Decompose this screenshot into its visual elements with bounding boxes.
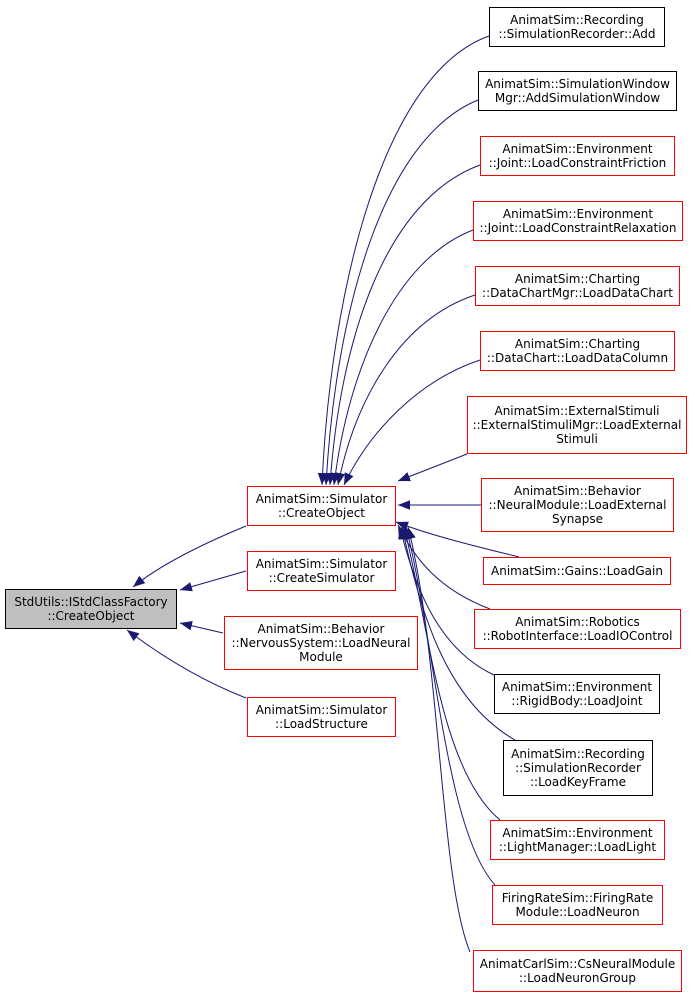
edge-firingrate bbox=[404, 526, 496, 886]
node-label-line: AnimatSim::Recording bbox=[510, 13, 644, 27]
node-label-line: AnimatSim::Behavior bbox=[257, 622, 385, 636]
node-recorder-add[interactable]: AnimatSim::Recording::SimulationRecorder… bbox=[489, 7, 665, 47]
edge-rigidbody bbox=[398, 526, 495, 676]
node-label-line: ::LightManager::LoadLight bbox=[498, 840, 657, 854]
node-datachartmgr-loaddatachart[interactable]: AnimatSim::Charting::DataChartMgr::LoadD… bbox=[475, 266, 680, 306]
node-label-line: ::SimulationRecorder bbox=[515, 761, 641, 775]
node-label-line: ::Joint::LoadConstraintFriction bbox=[488, 156, 667, 170]
node-joint-loadconstraintrelaxation[interactable]: AnimatSim::Environment::Joint::LoadConst… bbox=[473, 201, 683, 241]
node-label-line: Module bbox=[299, 650, 343, 664]
node-root-istdclassfactory-createobject: StdUtils::IStdClassFactory::CreateObject bbox=[5, 589, 177, 629]
edge-loadneuralmodule-to-root bbox=[179, 621, 224, 634]
node-label-line: ::NervousSystem::LoadNeural bbox=[231, 636, 411, 650]
node-label-line: StdUtils::IStdClassFactory bbox=[14, 595, 168, 609]
node-gains-loadgain[interactable]: AnimatSim::Gains::LoadGain bbox=[483, 557, 671, 585]
node-label-line: AnimatSim::Simulator bbox=[255, 557, 388, 571]
node-label-line: AnimatSim::Recording bbox=[511, 747, 645, 761]
node-simulator-createobject[interactable]: AnimatSim::Simulator::CreateObject bbox=[247, 486, 396, 526]
node-csneuralmodule-loadneurongroup[interactable]: AnimatCarlSim::CsNeuralModule::LoadNeuro… bbox=[473, 950, 682, 992]
node-robotinterface-loadiocontrol[interactable]: AnimatSim::Robotics::RobotInterface::Loa… bbox=[474, 609, 681, 649]
node-label-line: ::DataChartMgr::LoadDataChart bbox=[482, 286, 673, 300]
node-label-line: AnimatSim::Simulator bbox=[255, 703, 388, 717]
node-label-line: ::SimulationRecorder::Add bbox=[498, 27, 656, 41]
node-simulationrecorder-loadkeyframe[interactable]: AnimatSim::Recording::SimulationRecorder… bbox=[503, 740, 653, 796]
node-joint-loadconstraintfriction[interactable]: AnimatSim::Environment::Joint::LoadConst… bbox=[480, 136, 675, 176]
node-label-line: AnimatSim::Behavior bbox=[514, 484, 641, 498]
node-simulator-loadstructure[interactable]: AnimatSim::Simulator::LoadStructure bbox=[247, 697, 396, 737]
edge-joint-friction bbox=[326, 164, 481, 486]
node-label-line: ::ExternalStimuliMgr::LoadExternal bbox=[472, 418, 682, 432]
node-label-line: AnimatSim::Simulator bbox=[255, 492, 388, 506]
node-datachart-loaddatacolumn[interactable]: AnimatSim::Charting::DataChart::LoadData… bbox=[480, 331, 675, 371]
node-label-line: AnimatSim::Charting bbox=[514, 272, 641, 286]
edge-createobject-to-root bbox=[132, 525, 247, 588]
node-label-line: FiringRateSim::FiringRate bbox=[501, 891, 654, 905]
node-label-line: AnimatSim::Gains::LoadGain bbox=[491, 564, 663, 578]
edge-externalstimuli bbox=[397, 453, 468, 482]
node-label-line: Stimuli bbox=[556, 432, 598, 446]
node-label-line: ::DataChart::LoadDataColumn bbox=[486, 351, 669, 365]
node-label-line: AnimatSim::Charting bbox=[514, 337, 641, 351]
node-label-line: AnimatSim::Robotics bbox=[515, 615, 640, 629]
node-label-line: ::LoadNeuronGroup bbox=[519, 971, 636, 985]
node-label-line: ::CreateObject bbox=[277, 506, 366, 520]
node-externalstimulimgr-loadexternalstimuli[interactable]: AnimatSim::ExternalStimuli::ExternalStim… bbox=[467, 396, 687, 454]
node-label-line: AnimatSim::SimulationWindow bbox=[485, 77, 670, 91]
node-label-line: AnimatSim::Environment bbox=[501, 680, 653, 694]
node-label-line: ::LoadKeyFrame bbox=[529, 775, 627, 789]
node-label-line: ::LoadStructure bbox=[275, 717, 368, 731]
edge-gains bbox=[395, 521, 520, 558]
node-label-line: ::RobotInterface::LoadIOControl bbox=[482, 629, 673, 643]
edge-recorder-keyframe bbox=[399, 526, 516, 741]
edge-recorder-add bbox=[317, 35, 490, 486]
node-lightmanager-loadlight[interactable]: AnimatSim::Environment::LightManager::Lo… bbox=[490, 820, 665, 860]
edge-lightmanager bbox=[402, 526, 501, 821]
node-label-line: ::CreateSimulator bbox=[268, 571, 375, 585]
node-label-line: ::NeuralModule::LoadExternal bbox=[488, 498, 667, 512]
node-label-line: AnimatCarlSim::CsNeuralModule bbox=[479, 957, 676, 971]
edge-datachart bbox=[343, 359, 481, 486]
edge-datachartmgr bbox=[335, 294, 476, 486]
node-label-line: Module::LoadNeuron bbox=[515, 905, 640, 919]
edge-createsimulator-to-root bbox=[179, 570, 247, 592]
node-label-line: AnimatSim::Environment bbox=[502, 207, 654, 221]
node-simulator-createsimulator[interactable]: AnimatSim::Simulator::CreateSimulator bbox=[247, 551, 396, 591]
edge-windowmgr-add bbox=[321, 99, 479, 486]
node-label-line: ::RigidBody::LoadJoint bbox=[511, 694, 643, 708]
edge-loadstructure-to-root bbox=[126, 629, 247, 699]
node-label-line: AnimatSim::ExternalStimuli bbox=[494, 404, 660, 418]
edge-joint-relaxation bbox=[330, 229, 474, 486]
node-label-line: ::CreateObject bbox=[47, 609, 135, 623]
node-label-line: AnimatSim::Environment bbox=[502, 826, 653, 840]
node-rigidbody-loadjoint[interactable]: AnimatSim::Environment::RigidBody::LoadJ… bbox=[494, 674, 660, 714]
node-neuralmodule-loadexternalsynapse[interactable]: AnimatSim::Behavior::NeuralModule::LoadE… bbox=[481, 478, 674, 532]
node-label-line: Mgr::AddSimulationWindow bbox=[494, 91, 661, 105]
node-label-line: ::Joint::LoadConstraintRelaxation bbox=[479, 221, 677, 235]
edge-carlsim bbox=[406, 526, 471, 953]
node-nervoussystem-loadneuralmodule[interactable]: AnimatSim::Behavior::NervousSystem::Load… bbox=[224, 616, 418, 670]
node-label-line: AnimatSim::Environment bbox=[502, 142, 653, 156]
node-label-line: Synapse bbox=[552, 512, 603, 526]
